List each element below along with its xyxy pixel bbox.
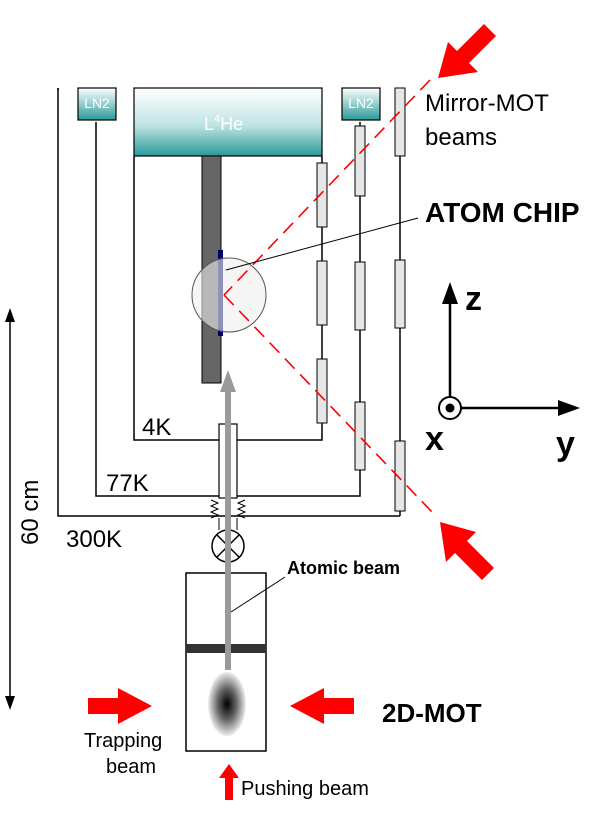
ln2-reservoir-left	[77, 87, 117, 121]
he-reservoir	[133, 87, 323, 157]
y-axis-arrowhead	[558, 400, 580, 416]
atom-chip-pointer	[225, 217, 419, 271]
windows-77k	[354, 125, 366, 471]
ln2-reservoir-right	[341, 87, 381, 121]
he-label-L: L	[204, 114, 214, 134]
mirror-mot-label-line2: beams	[425, 124, 497, 151]
temp-4k-label: 4K	[142, 414, 171, 441]
z-axis-label: z	[465, 280, 482, 318]
mirror-mot-beam-out	[223, 294, 433, 513]
temp-300k-label: 300K	[66, 526, 122, 553]
z-axis-arrowhead	[442, 282, 458, 304]
ln2-right-label: LN2	[348, 95, 374, 111]
scale-bar-label: 60 cm	[17, 480, 44, 545]
temp-77k-label: 77K	[106, 470, 149, 497]
he-reservoir-label: L4He	[204, 113, 243, 134]
atomic-beam-label: Atomic beam	[287, 558, 400, 578]
atomic-beam-pointer	[230, 576, 286, 613]
mirror-mot-arrow-top	[438, 24, 496, 78]
mirror-mot-arrow-bottom	[440, 522, 494, 580]
shield-300k	[57, 88, 400, 517]
scale-bar-arrow-bottom	[5, 696, 15, 710]
x-axis-label: x	[425, 420, 444, 458]
mot-region-circle	[191, 257, 267, 333]
bellows	[209, 499, 220, 519]
bellows-right	[236, 499, 247, 519]
pushing-beam-arrow	[219, 764, 239, 800]
atom-chip-label: ATOM CHIP	[425, 197, 580, 228]
windows-4k	[316, 162, 328, 424]
atom-cloud-2d-mot	[208, 672, 246, 736]
mirror-mot-beam-in	[223, 79, 431, 296]
atomic-beam-arrowhead	[220, 370, 236, 392]
windows-300k	[394, 87, 406, 512]
x-axis-dot	[445, 403, 455, 413]
he-label-He: He	[220, 114, 243, 134]
ln2-left-label: LN2	[84, 95, 110, 111]
scale-bar-arrow-top	[5, 308, 15, 322]
trapping-arrow-left	[88, 688, 152, 724]
mirror-mot-label-line1: Mirror-MOT	[425, 90, 549, 117]
mot-2d-label: 2D-MOT	[382, 698, 482, 728]
trapping-beam-label-line2: beam	[106, 756, 156, 778]
trapping-beam-label-line1: Trapping	[84, 730, 162, 752]
y-axis-label: y	[556, 425, 575, 463]
pushing-beam-label: Pushing beam	[241, 778, 369, 800]
he-label-superscript: 4	[214, 113, 220, 125]
trapping-arrow-right	[290, 688, 354, 724]
